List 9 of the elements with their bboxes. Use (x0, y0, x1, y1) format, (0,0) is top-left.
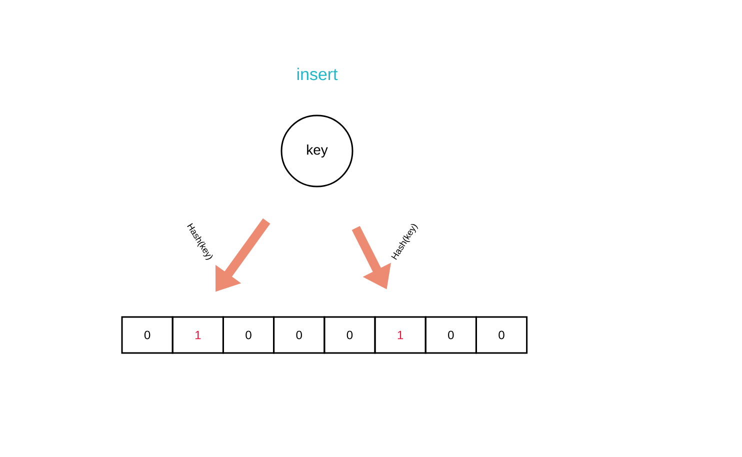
array-cell: 0 (424, 316, 477, 354)
array-cell: 0 (324, 316, 376, 354)
array-cell: 0 (121, 316, 174, 354)
array-cell: 1 (374, 316, 426, 354)
array-cell: 0 (222, 316, 275, 354)
title: insert (297, 68, 338, 80)
array-cell: 0 (273, 316, 326, 354)
array-cell: 0 (475, 316, 528, 354)
array-cell: 1 (172, 316, 224, 354)
